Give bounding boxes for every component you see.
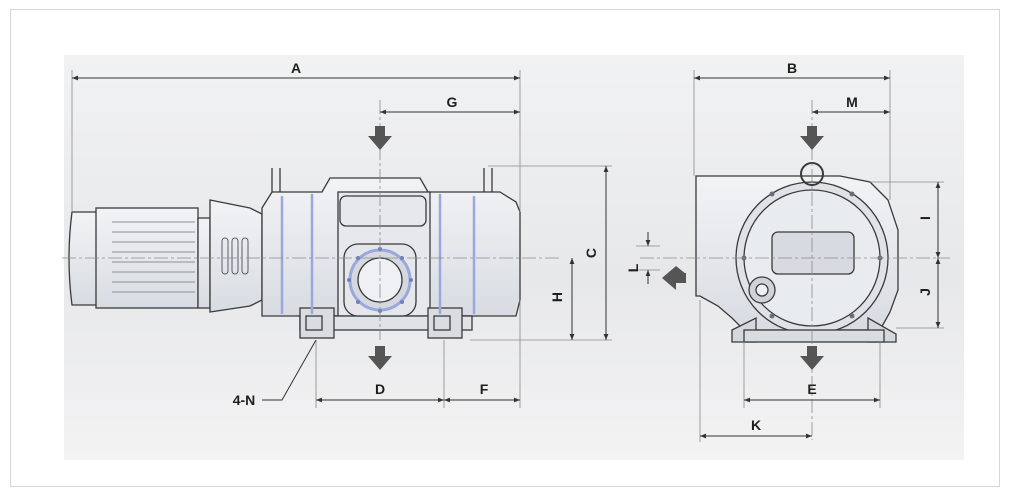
label-m: M [846, 94, 858, 110]
label-i: I [917, 216, 933, 220]
coupling-housing [209, 199, 263, 313]
label-e: E [807, 381, 816, 397]
dimension-lines [72, 75, 941, 439]
side-view [695, 162, 899, 343]
side-outlet-arrow-icon [800, 346, 824, 370]
label-f: F [480, 381, 489, 397]
dimension-labels: A G C H D F 4-N B M I J E K L [233, 60, 933, 433]
label-c: C [583, 248, 599, 258]
inlet-arrow-icon [368, 126, 392, 150]
label-b: B [787, 60, 797, 76]
label-4n: 4-N [233, 392, 256, 408]
label-h: H [549, 292, 565, 302]
side-inlet-arrow-icon [800, 126, 824, 150]
label-k: K [751, 417, 761, 433]
label-a: A [291, 60, 301, 76]
label-g: G [447, 94, 458, 110]
label-d: D [375, 381, 385, 397]
label-j: J [917, 288, 933, 296]
front-view [68, 168, 521, 339]
flow-arrows [368, 126, 824, 370]
label-l: L [625, 263, 641, 272]
outlet-arrow-icon [368, 346, 392, 370]
side-port-arrowhead-icon [662, 266, 686, 290]
